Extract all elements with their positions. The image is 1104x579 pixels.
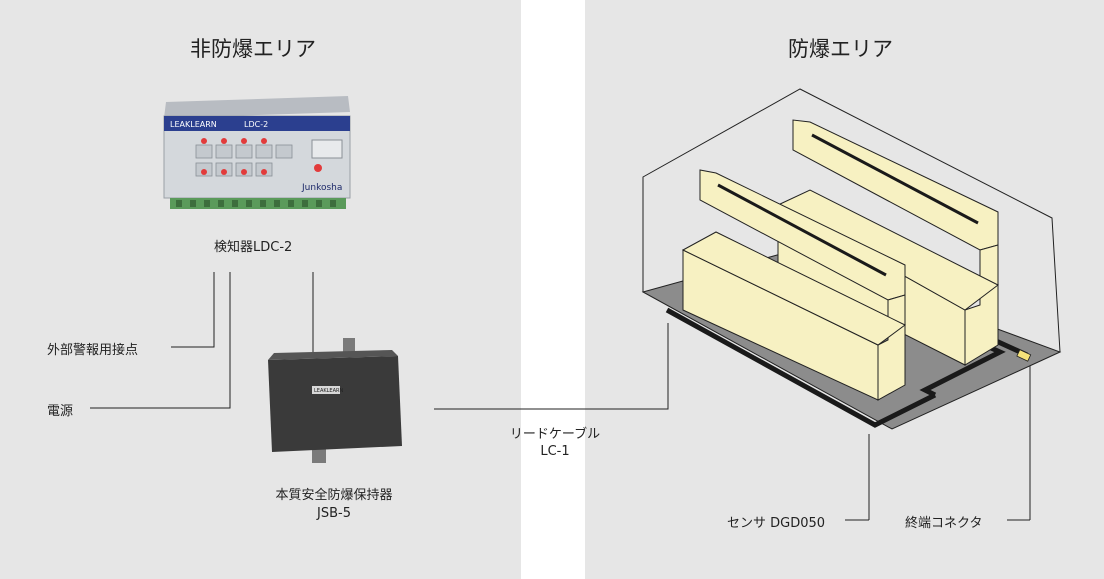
detector-model: LDC-2 bbox=[244, 120, 268, 129]
detector-label: 検知器LDC-2 bbox=[214, 240, 293, 255]
barrier-brand: LEAKLEARN bbox=[314, 388, 343, 394]
barrier-label: 本質安全防爆保持器 bbox=[275, 488, 393, 503]
data-center-room bbox=[641, 88, 1062, 430]
sensor-label: センサ DGD050 bbox=[727, 516, 826, 531]
power-label: 電源 bbox=[47, 404, 74, 419]
lead-cable-model: LC-1 bbox=[540, 444, 570, 459]
non-hazardous-area bbox=[0, 0, 521, 579]
barrier-model: JSB-5 bbox=[317, 506, 351, 521]
detector-device[interactable]: LEAKLEARN LDC-2 Junkosha bbox=[163, 96, 351, 209]
lead-cable-label: リードケーブル bbox=[509, 427, 601, 442]
non-hazardous-area-title: 非防爆エリア bbox=[190, 37, 316, 61]
alarm-contact-label: 外部警報用接点 bbox=[47, 343, 139, 358]
detector-maker: Junkosha bbox=[301, 183, 342, 193]
detector-brand: LEAKLEARN bbox=[170, 120, 217, 129]
hazardous-area-title: 防爆エリア bbox=[788, 37, 893, 61]
terminal-label: 終端コネクタ bbox=[905, 516, 983, 531]
barrier-device[interactable]: LEAKLEARN bbox=[268, 338, 402, 463]
